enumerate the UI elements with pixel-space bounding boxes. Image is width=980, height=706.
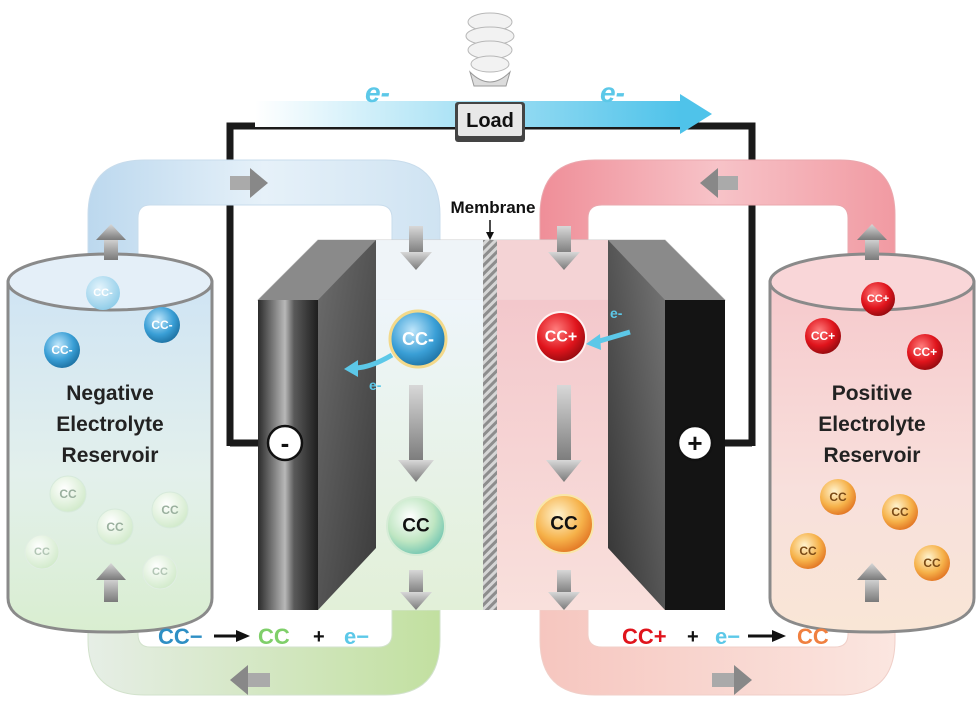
svg-text:CC: CC bbox=[152, 566, 168, 578]
positive-reservoir-label-2: Electrolyte bbox=[818, 413, 925, 436]
svg-text:CC-: CC- bbox=[51, 343, 72, 357]
molecule-cc-tank-pos-4: CC bbox=[914, 545, 950, 581]
positive-half-reaction: CC+ + e− CC bbox=[622, 624, 829, 649]
electron-label-top-right: e- bbox=[600, 77, 625, 108]
flow-arrow-left-negative-bottom bbox=[230, 665, 270, 695]
molecule-cc-plus-tank-3: CC+ bbox=[907, 334, 943, 370]
electron-label-negative-cell: e- bbox=[369, 377, 382, 393]
positive-electrode bbox=[608, 240, 725, 610]
negative-electrode-sign: - bbox=[281, 428, 290, 458]
svg-text:CC-: CC- bbox=[93, 287, 113, 299]
negative-electrode bbox=[258, 240, 376, 610]
svg-text:CC: CC bbox=[923, 556, 941, 570]
molecule-cc-tank-neg-4: CC bbox=[24, 534, 60, 570]
positive-reservoir-label-1: Positive bbox=[832, 382, 913, 405]
positive-electrode-sign: + bbox=[687, 428, 702, 458]
eq-right-arrow bbox=[748, 630, 786, 642]
molecule-cc-tank-pos-1: CC bbox=[820, 479, 856, 515]
electron-label-top-left: e- bbox=[365, 77, 390, 108]
eq-right-reactant: CC+ bbox=[622, 624, 667, 649]
molecule-cc-minus-tank-1: CC- bbox=[86, 276, 120, 310]
membrane-label: Membrane bbox=[450, 198, 535, 217]
negative-reservoir-label-2: Electrolyte bbox=[56, 413, 163, 436]
electron-transfer-arrow-negative bbox=[344, 352, 394, 377]
molecule-cc-tank-neg-1: CC bbox=[49, 475, 87, 513]
molecule-cc-plus-cell: CC+ bbox=[535, 311, 587, 363]
svg-text:CC+: CC+ bbox=[545, 329, 577, 346]
load-box: Load bbox=[455, 102, 525, 142]
flow-arrows bbox=[96, 168, 887, 695]
molecule-cc-cell-pos: CC bbox=[534, 494, 594, 554]
positive-top-pipe bbox=[539, 159, 896, 271]
flow-arrow-down-positive-cell bbox=[546, 385, 582, 482]
molecule-cc-tank-pos-3: CC bbox=[790, 533, 826, 569]
molecule-cc-tank-neg-3: CC bbox=[96, 508, 134, 546]
negative-reservoir-label-3: Reservoir bbox=[62, 444, 159, 467]
flow-arrow-down-negative-outlet bbox=[400, 570, 432, 610]
flow-arrow-up-negative-bottom bbox=[96, 563, 126, 602]
flow-arrow-right-positive-bottom bbox=[712, 665, 752, 695]
eq-left-reactant: CC− bbox=[158, 624, 203, 649]
svg-text:CC+: CC+ bbox=[867, 293, 889, 305]
electron-transfer-arrow-positive bbox=[586, 329, 631, 350]
light-bulb-icon bbox=[465, 12, 515, 87]
svg-text:CC: CC bbox=[59, 487, 77, 501]
flow-arrow-up-positive-top bbox=[857, 224, 887, 260]
membrane-pointer-arrow bbox=[486, 220, 494, 240]
flow-arrow-down-positive-outlet bbox=[548, 570, 580, 610]
svg-text:CC+: CC+ bbox=[811, 329, 835, 343]
negative-half-reaction: CC− CC + e− bbox=[158, 624, 369, 649]
eq-left-electron: e− bbox=[344, 624, 369, 649]
positive-reservoir-label-3: Reservoir bbox=[824, 444, 921, 467]
svg-text:CC: CC bbox=[34, 546, 50, 558]
flow-arrow-up-negative-top bbox=[96, 224, 126, 260]
molecule-cc-minus-tank-3: CC- bbox=[44, 332, 80, 368]
svg-text:CC: CC bbox=[402, 516, 430, 537]
svg-text:CC: CC bbox=[106, 520, 124, 534]
flow-arrow-down-positive-inlet bbox=[548, 226, 580, 270]
eq-right-electron: e− bbox=[715, 624, 740, 649]
molecule-cc-tank-pos-2: CC bbox=[882, 494, 918, 530]
molecule-cc-plus-tank-1: CC+ bbox=[861, 282, 895, 316]
svg-text:CC: CC bbox=[550, 514, 578, 535]
molecule-cc-tank-neg-2: CC bbox=[151, 491, 189, 529]
svg-text:CC-: CC- bbox=[402, 329, 434, 349]
molecule-cc-cell-neg: CC bbox=[386, 496, 446, 556]
load-label: Load bbox=[466, 110, 514, 132]
svg-text:CC-: CC- bbox=[151, 318, 172, 332]
svg-text:CC: CC bbox=[161, 503, 179, 517]
flow-arrow-down-negative-cell bbox=[398, 385, 434, 482]
molecule-cc-tank-neg-5: CC bbox=[142, 554, 178, 590]
eq-right-product: CC bbox=[797, 624, 829, 649]
svg-text:CC: CC bbox=[829, 490, 847, 504]
svg-text:CC: CC bbox=[891, 505, 909, 519]
electron-label-positive-cell: e- bbox=[610, 305, 623, 321]
eq-left-product: CC bbox=[258, 624, 290, 649]
positive-bottom-pipe bbox=[539, 599, 896, 696]
negative-bottom-pipe bbox=[87, 599, 441, 696]
svg-text:CC: CC bbox=[799, 544, 817, 558]
flow-arrow-down-negative-inlet bbox=[400, 226, 432, 270]
flow-arrow-up-positive-bottom bbox=[857, 563, 887, 602]
molecule-cc-plus-tank-2: CC+ bbox=[805, 318, 841, 354]
membrane bbox=[483, 240, 497, 610]
svg-text:CC+: CC+ bbox=[913, 345, 937, 359]
positive-electrode-sign-badge bbox=[676, 424, 714, 462]
negative-electrode-sign-badge bbox=[266, 424, 304, 462]
flow-arrow-right-negative-top bbox=[230, 168, 268, 198]
molecule-cc-minus-cell: CC- bbox=[388, 309, 448, 369]
molecule-cc-minus-tank-2: CC- bbox=[144, 307, 180, 343]
negative-reservoir-label-1: Negative bbox=[66, 382, 154, 405]
eq-left-arrow bbox=[214, 630, 250, 642]
flow-arrow-left-positive-top bbox=[700, 168, 738, 198]
eq-right-plus: + bbox=[687, 626, 699, 648]
eq-left-plus: + bbox=[313, 626, 325, 648]
negative-top-pipe bbox=[87, 159, 441, 271]
